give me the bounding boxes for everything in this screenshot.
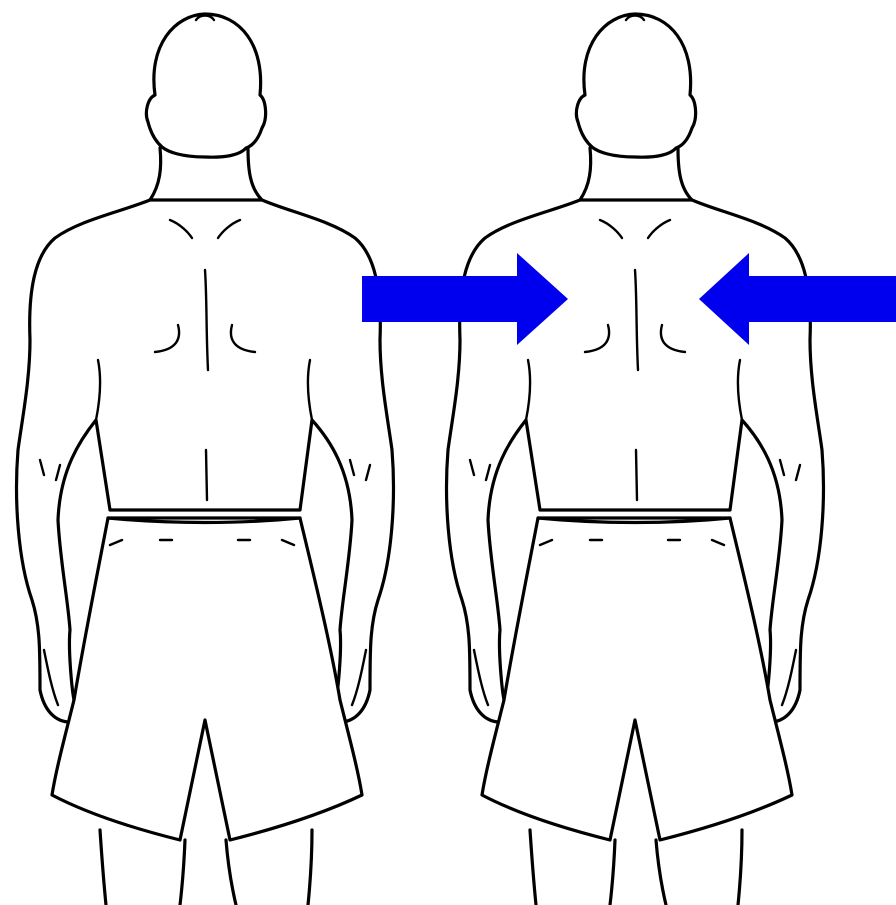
figure-retracted [447,14,824,905]
figure-relaxed [17,14,394,905]
